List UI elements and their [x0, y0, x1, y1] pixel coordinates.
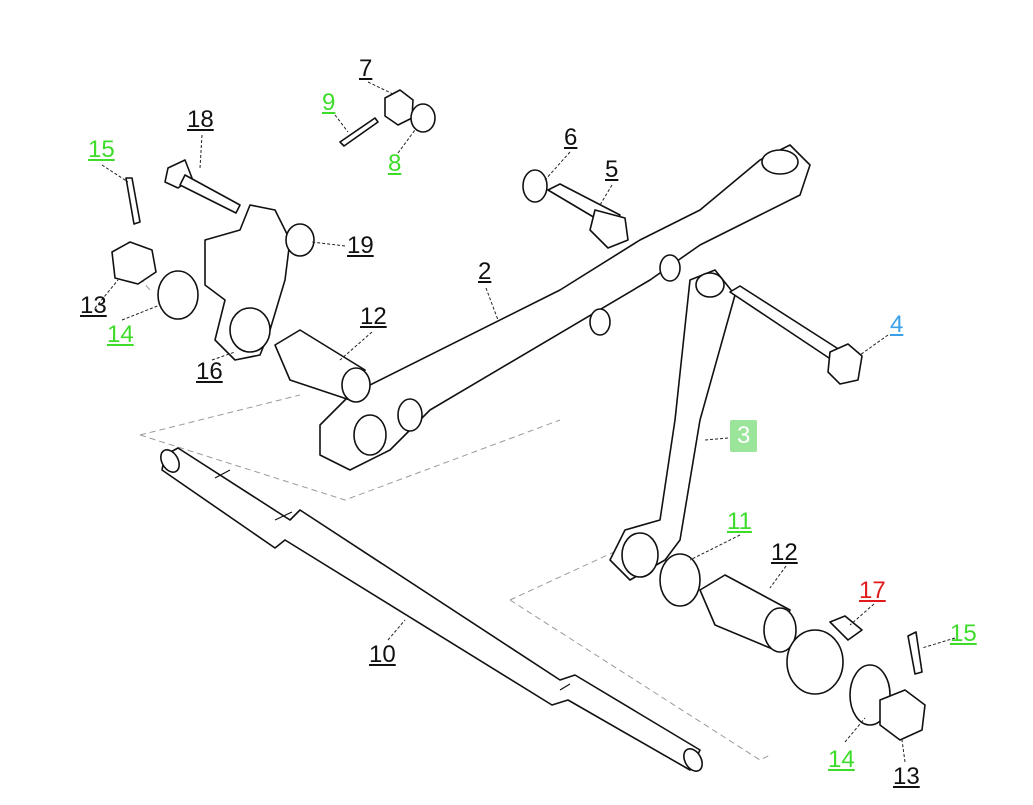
callout-13-right[interactable]: 13: [893, 763, 920, 790]
callout-14-right[interactable]: 14: [828, 746, 855, 773]
callout-4[interactable]: 4: [890, 311, 904, 338]
bush-19: [285, 223, 315, 257]
bush-17: [786, 615, 863, 695]
sleeve-12-right: [699, 574, 797, 653]
washer-14-left: [157, 270, 199, 320]
callout-15-left[interactable]: 15: [88, 136, 115, 163]
callout-9[interactable]: 9: [322, 89, 336, 116]
callout-16[interactable]: 16: [196, 358, 223, 385]
callout-14-left[interactable]: 14: [107, 321, 134, 348]
sleeve-12-left: [274, 329, 371, 403]
link-arm-3: [609, 269, 736, 581]
callout-15-right[interactable]: 15: [950, 620, 977, 647]
cotter-pin-15-left: [125, 177, 141, 225]
leader-lines: [94, 81, 956, 763]
bolt-4: [729, 285, 863, 385]
callout-12-left[interactable]: 12: [360, 303, 387, 330]
callout-12-right[interactable]: 12: [771, 539, 798, 566]
washer-8: [410, 103, 436, 133]
nut-13-right: [879, 689, 926, 741]
nut-7: [384, 89, 414, 126]
washer-11: [659, 553, 701, 607]
bolt-18: [164, 159, 241, 214]
pin-5: [547, 183, 629, 249]
callout-8[interactable]: 8: [388, 150, 402, 177]
callout-13-left[interactable]: 13: [80, 292, 107, 319]
nut-13-left: [111, 241, 157, 285]
callout-3[interactable]: 3: [730, 420, 758, 452]
callout-6[interactable]: 6: [564, 124, 578, 151]
callout-7[interactable]: 7: [359, 55, 373, 82]
cotter-pin-9: [339, 117, 379, 147]
callout-5[interactable]: 5: [605, 156, 619, 183]
bracket-16: [204, 204, 291, 361]
callout-18[interactable]: 18: [187, 106, 214, 133]
cotter-pin-15-right: [907, 631, 923, 675]
callout-17[interactable]: 17: [859, 577, 886, 604]
washer-6: [522, 169, 548, 203]
callout-19[interactable]: 19: [347, 232, 374, 259]
callout-2[interactable]: 2: [478, 258, 492, 285]
shaft-10: [160, 447, 703, 772]
callout-11[interactable]: 11: [727, 508, 752, 535]
lever-arm-2: [319, 144, 811, 471]
callout-10[interactable]: 10: [369, 641, 396, 668]
